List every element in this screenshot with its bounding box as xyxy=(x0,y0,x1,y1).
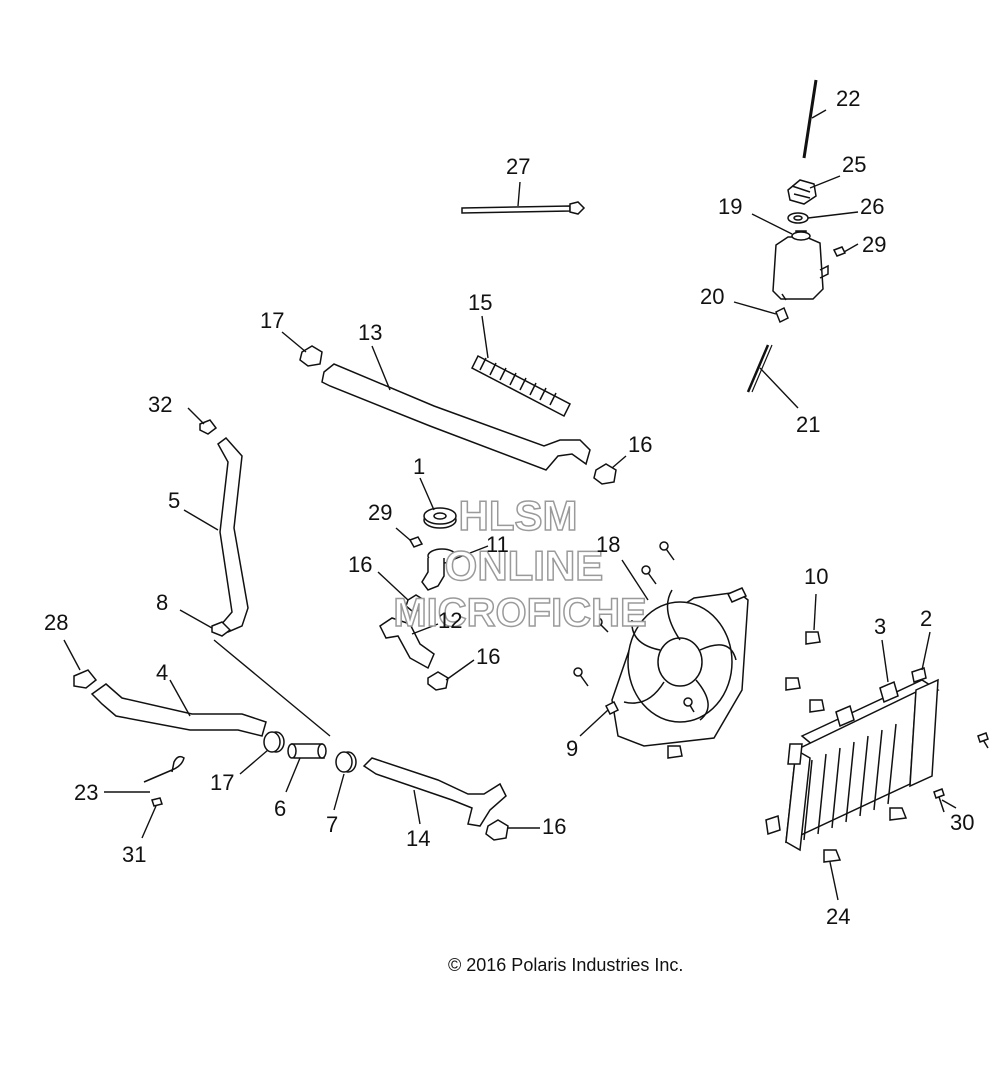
callout-30: 30 xyxy=(950,810,974,835)
callout-27: 27 xyxy=(506,154,530,179)
watermark-line2: ONLINE xyxy=(445,542,604,589)
part-12-hose xyxy=(379,617,435,670)
part-18-screws xyxy=(573,541,695,713)
part-10-grommets xyxy=(667,631,825,759)
callout-4: 4 xyxy=(156,660,168,685)
part-6-connector xyxy=(287,743,327,759)
part-29-clip-mid xyxy=(408,536,424,548)
part-7-clamp xyxy=(335,751,357,773)
part-30-screws xyxy=(933,732,989,813)
part-20-clamp xyxy=(775,306,789,324)
part-11-filler-neck xyxy=(421,548,457,591)
copyright-text: © 2016 Polaris Industries Inc. xyxy=(448,955,683,975)
callout-16-a: 16 xyxy=(628,432,652,457)
callout-1: 1 xyxy=(413,454,425,479)
part-16-clamp-c xyxy=(427,671,449,691)
callout-20: 20 xyxy=(700,284,724,309)
callout-29-b: 29 xyxy=(368,500,392,525)
part-16-clamp-a xyxy=(593,463,617,485)
callout-18: 18 xyxy=(596,532,620,557)
callout-17-b: 17 xyxy=(210,770,234,795)
callout-32: 32 xyxy=(148,392,172,417)
part-13-hose xyxy=(321,363,591,471)
callout-26: 26 xyxy=(860,194,884,219)
callout-28: 28 xyxy=(44,610,68,635)
callout-6: 6 xyxy=(274,796,286,821)
callout-3: 3 xyxy=(874,614,886,639)
callout-15: 15 xyxy=(468,290,492,315)
part-1-cap xyxy=(423,507,457,529)
callout-16-b: 16 xyxy=(348,552,372,577)
part-29-clip-top xyxy=(832,246,847,257)
callout-29-a: 29 xyxy=(862,232,886,257)
callout-16-c: 16 xyxy=(476,644,500,669)
part-25-cap xyxy=(787,179,817,205)
callout-17-a: 17 xyxy=(260,308,284,333)
callout-14: 14 xyxy=(406,826,430,851)
callout-21: 21 xyxy=(796,412,820,437)
part-31-screw xyxy=(151,797,163,807)
callout-5: 5 xyxy=(168,488,180,513)
callout-25: 25 xyxy=(842,152,866,177)
callout-labels: 1 2 3 4 5 6 7 8 9 10 11 12 13 14 15 16 1… xyxy=(44,86,974,929)
part-23-pin xyxy=(143,755,185,783)
leader-lines xyxy=(63,109,957,901)
part-15-sleeve xyxy=(470,354,572,418)
callout-24: 24 xyxy=(826,904,850,929)
callout-23: 23 xyxy=(74,780,98,805)
callout-2: 2 xyxy=(920,606,932,631)
part-24-grommets xyxy=(823,807,908,863)
callout-19: 19 xyxy=(718,194,742,219)
callout-16-d: 16 xyxy=(542,814,566,839)
callout-31: 31 xyxy=(122,842,146,867)
part-16-clamp-b xyxy=(405,594,425,612)
callout-22: 22 xyxy=(836,86,860,111)
part-19-reservoir xyxy=(772,230,829,301)
part-8-clamp xyxy=(211,621,232,637)
callout-9: 9 xyxy=(566,736,578,761)
part-2-radiator xyxy=(765,678,940,852)
part-9-fan xyxy=(604,587,749,747)
callout-10: 10 xyxy=(804,564,828,589)
part-17-clamp-low xyxy=(263,731,285,753)
callout-13: 13 xyxy=(358,320,382,345)
watermark-line3: MICROFICHE xyxy=(393,591,646,635)
part-3-bracket xyxy=(835,667,927,728)
callout-12: 12 xyxy=(438,608,462,633)
callout-7: 7 xyxy=(326,812,338,837)
watermark-line1: HLSM xyxy=(459,492,578,539)
part-22-rod xyxy=(802,79,818,159)
part-4-hose xyxy=(90,683,267,737)
part-5-hose xyxy=(217,436,249,633)
part-21-tube xyxy=(746,344,773,393)
part-26-washer xyxy=(787,212,809,224)
callout-11: 11 xyxy=(486,532,509,557)
part-28-cap xyxy=(73,669,98,689)
part-27-tie-strap xyxy=(461,201,586,215)
part-14-hose xyxy=(362,757,507,827)
part-16-clamp-d xyxy=(485,819,509,841)
callout-8: 8 xyxy=(156,590,168,615)
